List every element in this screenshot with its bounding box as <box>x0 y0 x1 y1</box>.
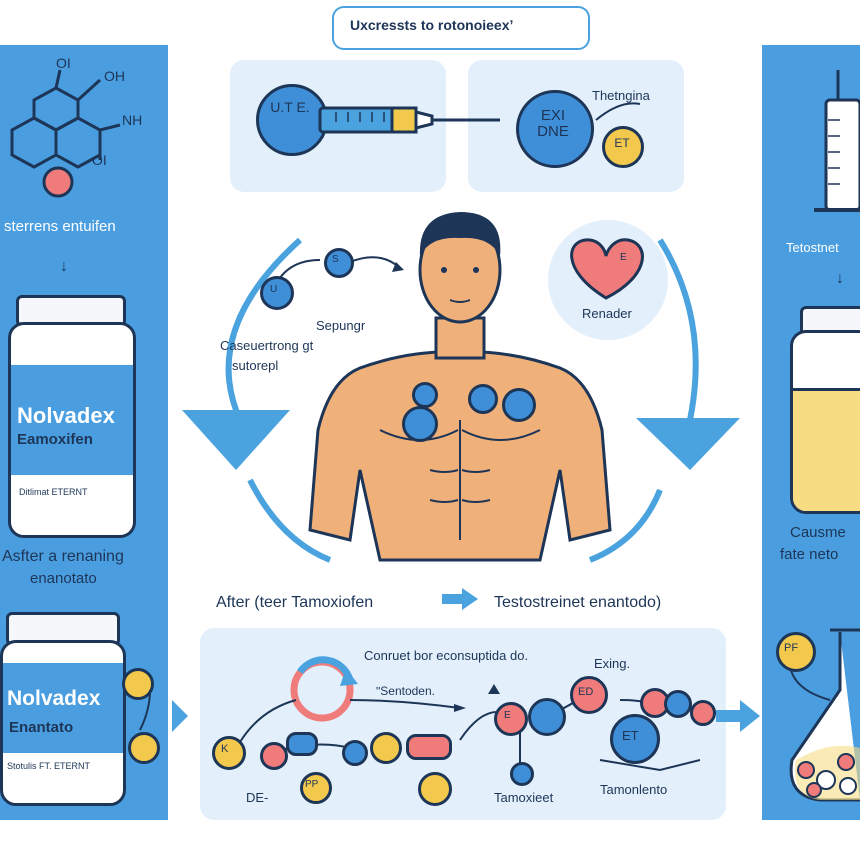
right-caption-line1: Causme <box>790 524 846 541</box>
blue-pill-icon <box>528 698 566 736</box>
pill-text: EXI DNE <box>537 107 569 140</box>
blue-pill-icon <box>610 714 660 764</box>
blue-pill-icon <box>260 276 294 310</box>
flow-left-label: After (teer Tamoxiofen <box>216 594 374 611</box>
pill-letter: E <box>504 710 511 721</box>
pill-label: Thetngina <box>592 88 650 103</box>
process-title: Conruet bor econsuptida do. <box>364 648 529 663</box>
label-de: DE- <box>246 790 269 805</box>
pill-letter: PF <box>784 642 799 654</box>
red-pill-icon <box>690 700 716 726</box>
bottle-label-fine: Ditlimat ETERNT <box>19 487 88 497</box>
red-pill-icon <box>570 676 608 714</box>
pill-letter: ED <box>578 686 594 698</box>
blue-pill-icon <box>324 248 354 278</box>
heart-label: Renader <box>582 306 632 321</box>
bottle-label-name: Nolvadex <box>17 403 115 428</box>
pill-letter: ET <box>622 728 639 743</box>
yellow-pill-icon <box>122 668 154 700</box>
right-caption-line2: fate neto <box>780 546 839 563</box>
red-pill-icon <box>494 702 528 736</box>
blue-pill-icon <box>412 382 438 408</box>
blue-pill-icon <box>510 762 534 786</box>
pill-letter: S <box>332 254 339 265</box>
blue-pill-icon <box>256 84 328 156</box>
molecule-label-nh: NH <box>122 112 143 128</box>
left-caption-line2: enanotato <box>30 570 97 587</box>
enantato-bottle: Nolvadex Enantato Stotulis FT. ETERNT <box>0 640 126 806</box>
flow-right-label: Testostreinet enantodo) <box>494 594 662 611</box>
blue-pill-icon <box>286 732 318 756</box>
process-subtitle: ʺSentoden. <box>376 684 435 698</box>
syringe-pill-text: U.T E. <box>270 99 310 115</box>
blue-pill-icon <box>342 740 368 766</box>
left-caption-line1: Asfter a renaning <box>2 548 124 565</box>
label-caseuert: Caseuertrong gt <box>220 338 314 353</box>
yellow-pill-icon <box>212 736 246 770</box>
red-pill-icon <box>260 742 288 770</box>
yellow-pill-icon <box>300 772 332 804</box>
blue-pill-icon <box>502 388 536 422</box>
yellow-pill-icon <box>602 126 644 168</box>
down-arrow-icon: ↓ <box>836 270 844 287</box>
blue-pill-icon <box>402 406 438 442</box>
process-exing: Exing. <box>594 656 631 671</box>
blue-pill-icon <box>468 384 498 414</box>
yellow-pill-icon <box>370 732 402 764</box>
label-sutorepl: sutorepl <box>232 358 279 373</box>
label-sepungr: Sepungr <box>316 318 366 333</box>
red-pill-icon <box>406 734 452 760</box>
bottle-label-fine: Stotulis FT. ETERNT <box>7 761 91 771</box>
page-title: Uxcressts to rotonoieexʼ <box>350 17 514 33</box>
yellow-pill-icon <box>128 732 160 764</box>
down-arrow-icon: ↓ <box>60 258 68 275</box>
bottle-label-sub: Enantato <box>9 719 74 736</box>
bottle-label-name: Nolvadex <box>7 687 101 710</box>
yellow-pill-icon <box>418 772 452 806</box>
yellow-pill-icon <box>776 632 816 672</box>
pill-letter: PP <box>305 779 319 790</box>
header-pill <box>332 6 590 50</box>
molecule-label-oi-bottom: OI <box>92 152 107 168</box>
heart-circle <box>548 220 668 340</box>
molecule-label-oh: OH <box>104 68 125 84</box>
molecule-label-oi-top: OI <box>56 55 71 71</box>
label-tamonlento: Tamonlento <box>600 782 668 797</box>
pill-letter: U <box>270 284 278 295</box>
label-tamoxieet: Tamoxieet <box>494 790 554 805</box>
bottle-label-sub: Eamoxifen <box>17 431 93 448</box>
pill-letter: K <box>221 743 229 755</box>
liquid-jar <box>790 330 860 514</box>
right-top-label: Tetostnet <box>786 240 839 255</box>
left-top-label: sterrens entuifen <box>4 218 116 235</box>
nolvadex-bottle: Nolvadex Eamoxifen Ditlimat ETERNT <box>8 322 136 538</box>
blue-pill-icon <box>664 690 692 718</box>
blue-pill-icon <box>516 90 594 168</box>
pill-text: ET <box>614 136 630 150</box>
heart-letter: E <box>620 252 627 263</box>
